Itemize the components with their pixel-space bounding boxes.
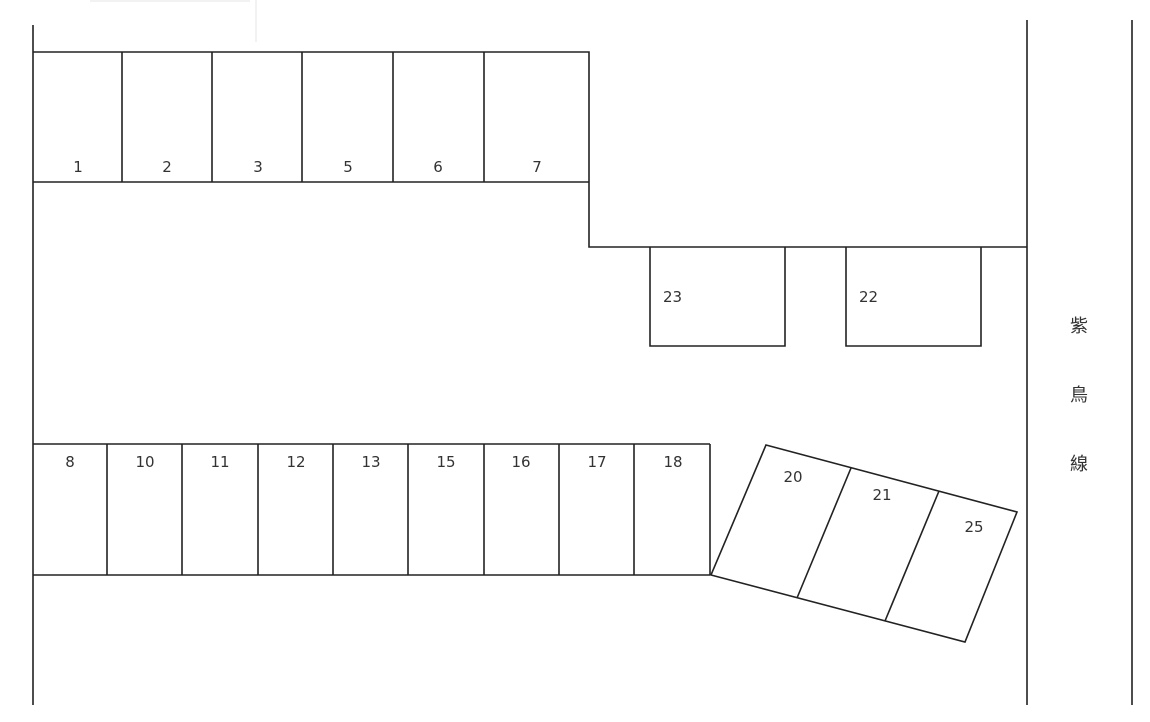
- space-21-label: 21: [872, 486, 891, 504]
- space-10-label: 10: [135, 453, 154, 471]
- space-12-label: 12: [286, 453, 305, 471]
- road-char-2: 鳥: [1070, 385, 1088, 406]
- top-edge-marks: [90, 0, 257, 42]
- road-name: 紫 鳥 線: [1070, 316, 1088, 475]
- space-20-label: 20: [783, 468, 802, 486]
- space-7-label: 7: [532, 158, 542, 176]
- space-15-label: 15: [436, 453, 455, 471]
- bottom-row-spaces: 8 10 11 12 13 15 16 17 18: [33, 443, 711, 576]
- space-5-label: 5: [343, 158, 353, 176]
- space-6-label: 6: [433, 158, 443, 176]
- space-3-label: 3: [253, 158, 263, 176]
- space-11-label: 11: [210, 453, 229, 471]
- space-18-label: 18: [663, 453, 682, 471]
- space-8-label: 8: [65, 453, 75, 471]
- space-13-label: 13: [361, 453, 380, 471]
- space-23-label: 23: [663, 288, 682, 306]
- space-25-label: 25: [964, 518, 983, 536]
- space-2-label: 2: [162, 158, 172, 176]
- space-17-label: 17: [587, 453, 606, 471]
- space-22-label: 22: [859, 288, 878, 306]
- middle-spaces: 23 22: [649, 247, 982, 347]
- road-char-3: 線: [1070, 454, 1088, 475]
- angled-spaces: 20 21 25: [709, 444, 1019, 643]
- space-1-label: 1: [73, 158, 83, 176]
- road-char-1: 紫: [1070, 316, 1088, 337]
- top-row-spaces: 1 2 3 5 6 7: [33, 52, 589, 183]
- lot-boundary: [32, 20, 1133, 705]
- space-16-label: 16: [511, 453, 530, 471]
